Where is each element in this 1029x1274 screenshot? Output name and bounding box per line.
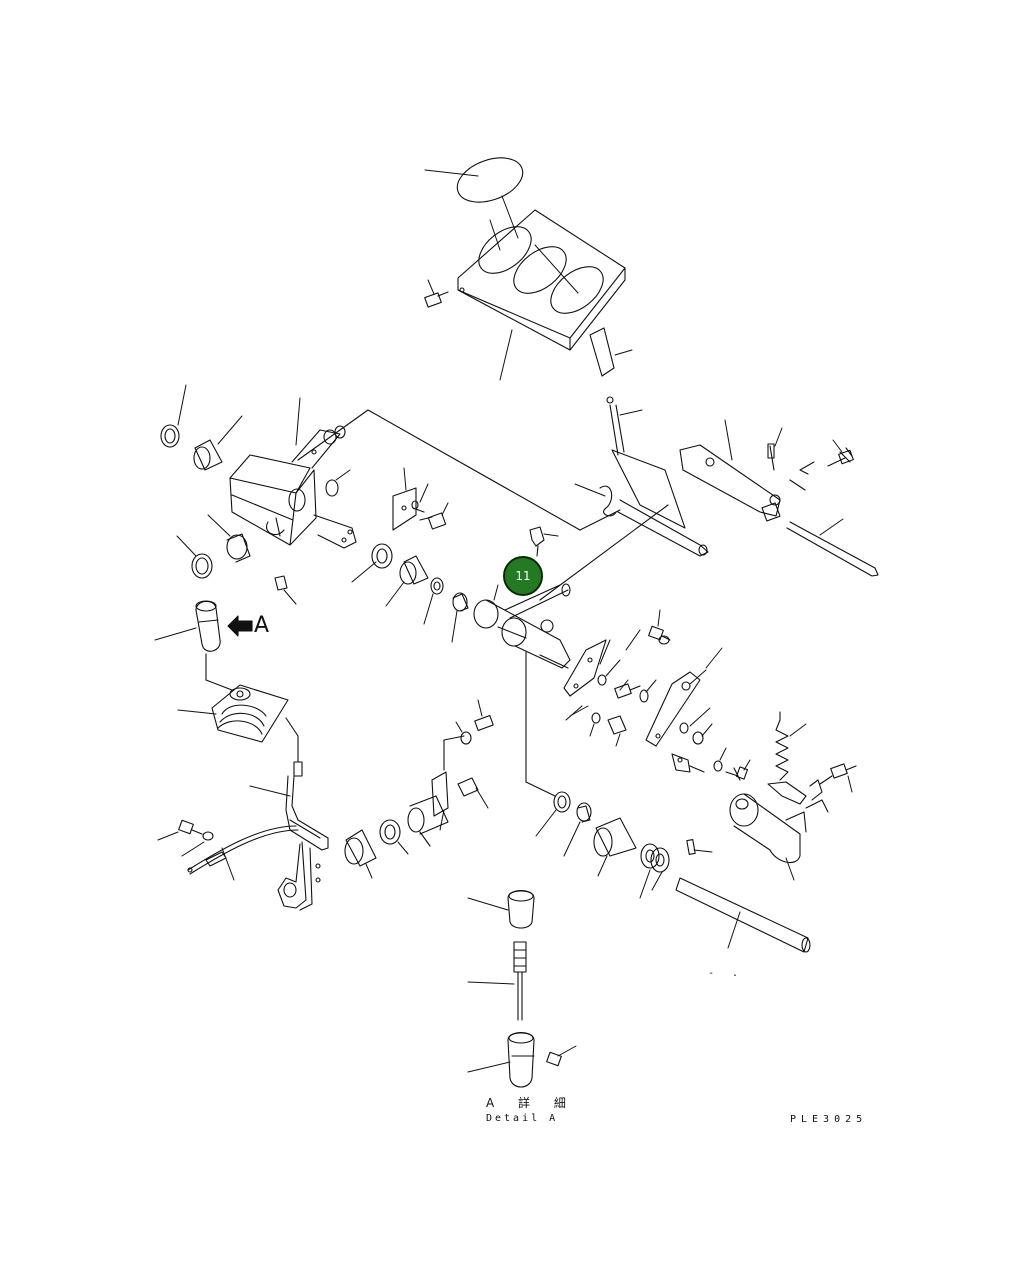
spring-pin: [686, 839, 713, 855]
detail-label-jp: A 詳 細: [486, 1096, 576, 1110]
pedal-pad: [424, 157, 524, 239]
rod-end: [589, 327, 633, 377]
return-spring: [775, 711, 807, 781]
center-bushings: [535, 791, 637, 877]
damper-cylinder: [729, 793, 807, 881]
part-callout-11[interactable]: 11: [503, 556, 543, 596]
shift-boot: [177, 684, 299, 763]
arrow-a: [227, 615, 253, 637]
detail-a-knob-bottom: [467, 1031, 577, 1088]
middle-bracket: [392, 467, 449, 531]
lower-pivot-bracket: [407, 699, 494, 847]
brake-pedal-lever: [574, 396, 709, 557]
shift-lever: [249, 761, 329, 911]
reference-code: PLE3025: [790, 1114, 868, 1125]
lever-bolt: [157, 819, 214, 857]
shaft-bushings: [351, 543, 469, 643]
grease-fitting: [529, 526, 559, 557]
right-bracket: [679, 419, 879, 577]
right-linkage: [563, 639, 657, 747]
detail-label-en: Detail A: [486, 1113, 559, 1124]
curved-bracket: [645, 647, 723, 747]
callout-number: 11: [515, 569, 531, 583]
housing-washer: [325, 469, 351, 497]
lower-bushings: [344, 819, 409, 879]
housing-plug: [274, 575, 297, 605]
left-bushings-upper: [160, 384, 243, 471]
small-clevis: [671, 747, 751, 781]
center-leader: [525, 651, 556, 797]
bottom-rod: [675, 877, 811, 953]
ring-pair: [639, 843, 670, 899]
spring-bracket: [767, 763, 857, 813]
shift-cable: [187, 825, 299, 881]
shift-knob: [154, 600, 233, 691]
small-mark: - .: [708, 968, 745, 979]
right-bolt: [625, 609, 671, 651]
pedal-plate: [457, 209, 626, 381]
arrow-a-label: A: [254, 613, 270, 638]
left-bushings-lower: [176, 514, 251, 579]
plate-bolt: [424, 279, 449, 308]
main-shaft: [297, 409, 669, 669]
control-housing: [229, 397, 357, 549]
detail-a-knob-top: [467, 889, 535, 929]
detail-a-stem: [467, 941, 527, 1021]
